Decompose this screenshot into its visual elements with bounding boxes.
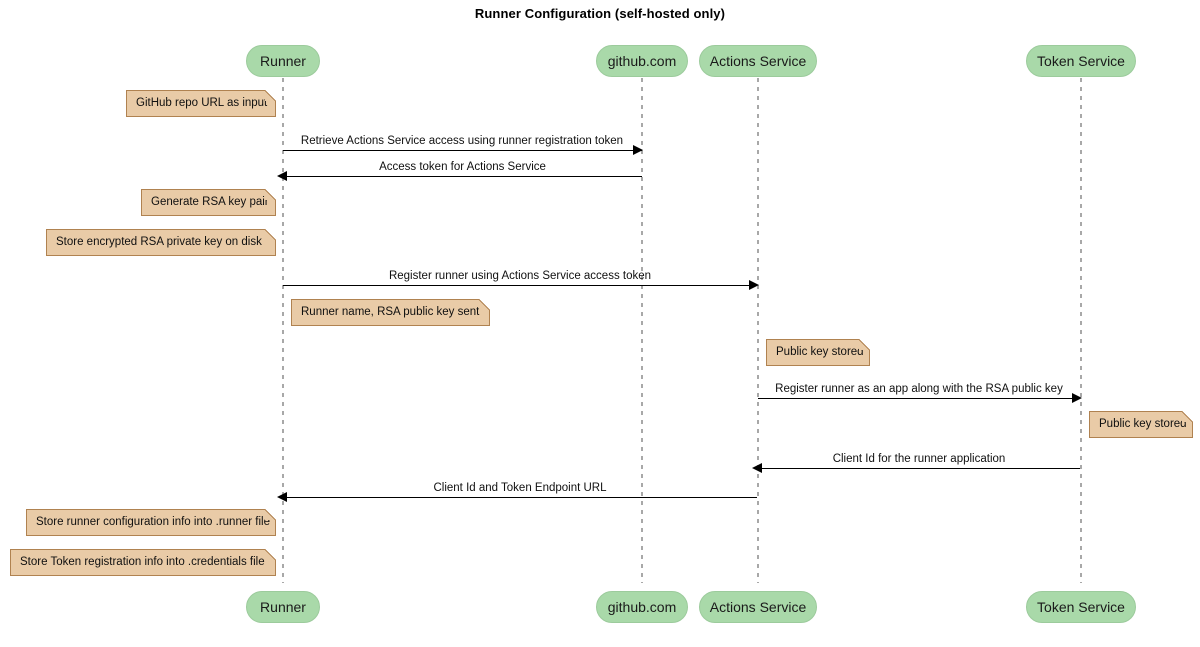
note-store-runner-config: Store runner configuration info into .ru… [26, 509, 276, 536]
note-fold-icon [265, 189, 276, 200]
note-public-key-stored-token: Public key stored [1089, 411, 1193, 438]
participant-actions-top[interactable]: Actions Service [699, 45, 817, 77]
participant-label: github.com [607, 53, 677, 69]
arrowhead-left-5 [752, 463, 762, 473]
note-text: Public key stored [776, 345, 864, 358]
participant-token-bottom[interactable]: Token Service [1026, 591, 1136, 623]
message-line-5 [758, 468, 1080, 469]
note-public-key-stored-actions: Public key stored [766, 339, 870, 366]
note-generate-rsa-key-pair: Generate RSA key pair [141, 189, 276, 216]
arrowhead-right-3 [749, 280, 759, 290]
note-text: Runner name, RSA public key sent [301, 305, 480, 318]
message-label-2: Access token for Actions Service [379, 161, 546, 173]
message-line-3 [283, 285, 757, 286]
message-label-6: Client Id and Token Endpoint URL [433, 482, 607, 494]
note-fold-icon [265, 549, 276, 560]
participant-label: Token Service [1037, 53, 1125, 69]
participant-label: Actions Service [709, 53, 807, 69]
participant-label: Token Service [1037, 599, 1125, 615]
arrowhead-left-2 [277, 171, 287, 181]
diagram-title: Runner Configuration (self-hosted only) [474, 6, 726, 21]
note-text: GitHub repo URL as input [136, 96, 268, 109]
note-fold-icon [479, 299, 490, 310]
participant-label: github.com [607, 599, 677, 615]
participant-label: Runner [260, 53, 306, 69]
note-fold-icon [1182, 411, 1193, 422]
participant-label: Actions Service [709, 599, 807, 615]
participant-token-top[interactable]: Token Service [1026, 45, 1136, 77]
participant-runner-bottom[interactable]: Runner [246, 591, 320, 623]
lifeline-token [1080, 78, 1082, 583]
arrowhead-right-1 [633, 145, 643, 155]
note-fold-icon [265, 509, 276, 520]
arrowhead-right-4 [1072, 393, 1082, 403]
message-line-2 [283, 176, 642, 177]
participant-github-top[interactable]: github.com [596, 45, 688, 77]
note-runner-name-public-key: Runner name, RSA public key sent [291, 299, 490, 326]
message-label-1: Retrieve Actions Service access using ru… [300, 135, 624, 147]
arrowhead-left-6 [277, 492, 287, 502]
participant-actions-bottom[interactable]: Actions Service [699, 591, 817, 623]
note-fold-icon [859, 339, 870, 350]
message-label-4: Register runner as an app along with the… [775, 383, 1063, 395]
message-line-6 [283, 497, 757, 498]
note-github-repo-url: GitHub repo URL as input [126, 90, 276, 117]
note-fold-icon [265, 229, 276, 240]
note-text: Store runner configuration info into .ru… [36, 515, 270, 528]
participant-label: Runner [260, 599, 306, 615]
message-line-1 [283, 150, 642, 151]
note-text: Store Token registration info into .cred… [20, 555, 265, 568]
note-text: Generate RSA key pair [151, 195, 269, 208]
message-label-5: Client Id for the runner application [832, 453, 1006, 465]
note-text: Public key stored [1099, 417, 1187, 430]
message-label-3: Register runner using Actions Service ac… [388, 270, 652, 282]
participant-github-bottom[interactable]: github.com [596, 591, 688, 623]
lifeline-actions [757, 78, 759, 583]
note-fold-icon [265, 90, 276, 101]
lifeline-github [641, 78, 643, 583]
note-store-token-registration: Store Token registration info into .cred… [10, 549, 276, 576]
note-store-encrypted-private-key: Store encrypted RSA private key on disk [46, 229, 276, 256]
lifeline-runner [282, 78, 284, 583]
note-text: Store encrypted RSA private key on disk [56, 235, 262, 248]
message-line-4 [758, 398, 1080, 399]
participant-runner-top[interactable]: Runner [246, 45, 320, 77]
